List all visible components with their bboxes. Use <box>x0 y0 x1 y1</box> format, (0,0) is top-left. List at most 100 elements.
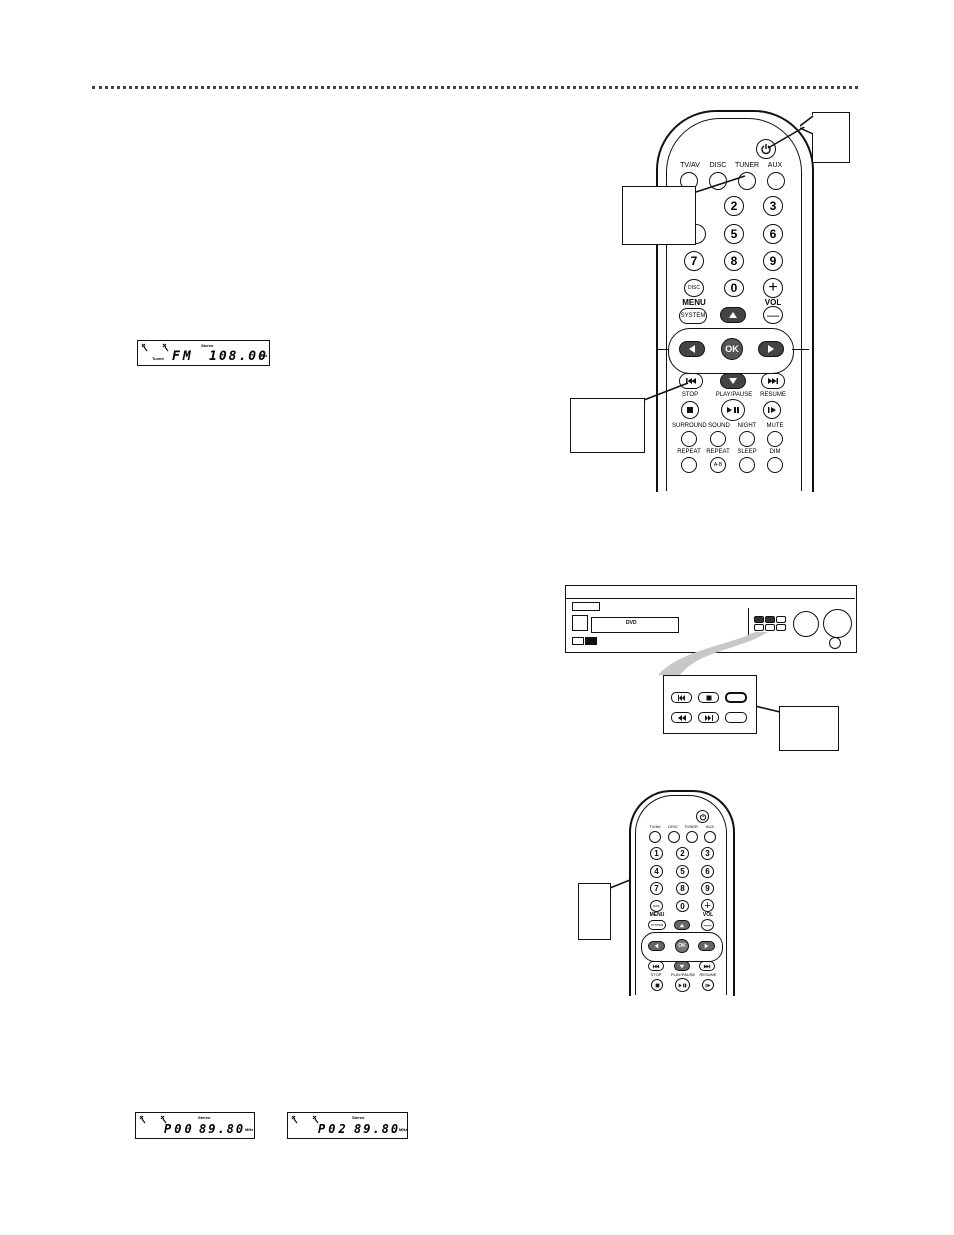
stop-label: STOP <box>681 392 699 398</box>
frequency-readout: 108.00 <box>209 349 268 364</box>
surround-button[interactable] <box>681 431 697 447</box>
left-arrow-icon <box>689 345 695 353</box>
small-digit-6-button[interactable]: 6 <box>701 865 714 878</box>
right-arrow-button[interactable] <box>758 341 784 357</box>
receiver-top-edge <box>565 598 855 599</box>
panel-rewind-button[interactable] <box>671 712 692 723</box>
stop-button[interactable] <box>681 401 699 419</box>
small-tuner-button[interactable] <box>686 831 698 843</box>
remote-inner-outline <box>666 118 802 491</box>
leader-line-panel <box>754 705 781 713</box>
small-digit-7-button[interactable]: 7 <box>650 882 663 895</box>
digit-0-button[interactable]: 0 <box>724 279 744 297</box>
small-up-arrow-button[interactable] <box>674 920 690 930</box>
down-arrow-icon <box>729 378 737 384</box>
panel-small-buttons <box>754 616 788 632</box>
previous-button[interactable] <box>679 373 703 389</box>
small-system-button[interactable]: SYSTEM <box>648 920 666 930</box>
small-digit-8-button[interactable]: 8 <box>676 882 689 895</box>
small-disc-button[interactable] <box>668 831 680 843</box>
preset1-mhz-unit: MHz <box>245 1127 254 1132</box>
system-button[interactable]: SYSTEM <box>679 308 707 324</box>
small-volume-up-button[interactable]: + <box>701 899 714 912</box>
digit-9-button[interactable]: 9 <box>763 251 783 271</box>
digit-5-button[interactable]: 5 <box>724 224 744 244</box>
play-pause-label: PLAY/PAUSE <box>715 392 753 398</box>
nav-ring-left-line <box>657 349 668 350</box>
small-digit-0-button[interactable]: 0 <box>676 900 689 912</box>
night-button[interactable] <box>739 431 755 447</box>
stereo-indicator: Stereo <box>201 343 214 348</box>
zoom-swoosh <box>658 632 768 675</box>
panel-next-button[interactable] <box>698 712 719 723</box>
vol-label: VOL <box>764 298 782 307</box>
small-next-button[interactable] <box>699 961 715 971</box>
left-arrow-button[interactable] <box>679 341 705 357</box>
down-arrow-button[interactable] <box>720 373 746 389</box>
digit-3-button[interactable]: 3 <box>763 196 783 216</box>
surround-label: SURROUND <box>672 423 707 429</box>
small-stop-icon <box>655 983 659 987</box>
small-stop-button[interactable] <box>651 979 663 991</box>
digit-2-button[interactable]: 2 <box>724 196 744 216</box>
small-stop-label: STOP <box>650 972 662 977</box>
small-left-arrow-button[interactable] <box>648 941 665 951</box>
preset1-antenna-icon <box>139 1115 167 1124</box>
panel-blank-button[interactable] <box>725 712 747 723</box>
small-disc-menu-button[interactable]: DISC <box>650 900 663 912</box>
up-arrow-button[interactable] <box>720 307 746 323</box>
small-play-pause-icon <box>678 983 687 987</box>
small-tvav-button[interactable] <box>649 831 661 843</box>
repeat-button[interactable] <box>681 457 697 473</box>
small-digit-4-button[interactable]: 4 <box>650 865 663 878</box>
up-arrow-icon <box>729 312 737 318</box>
power-switch[interactable] <box>572 615 588 631</box>
small-aux-button[interactable] <box>704 831 716 843</box>
digit-8-button[interactable]: 8 <box>724 251 744 271</box>
small-digit-3-button[interactable]: 3 <box>701 847 714 860</box>
small-digit-9-button[interactable]: 9 <box>701 882 714 895</box>
panel-previous-button[interactable] <box>671 692 692 703</box>
digit-6-button[interactable]: 6 <box>763 224 783 244</box>
play-pause-button[interactable] <box>721 399 745 421</box>
small-right-arrow-button[interactable] <box>698 941 715 951</box>
source-knob[interactable] <box>793 611 819 637</box>
small-play-pause-button[interactable] <box>675 978 690 992</box>
power-button[interactable] <box>756 139 776 159</box>
small-down-arrow-button[interactable] <box>674 961 690 971</box>
panel-rewind-icon <box>677 714 686 721</box>
preset2-number: P02 <box>318 1122 349 1136</box>
panel-stop-icon <box>706 695 711 700</box>
panel-highlighted-button[interactable] <box>725 692 747 703</box>
tuned-indicator: Tuned <box>152 356 164 361</box>
small-digit-1-button[interactable]: 1 <box>650 847 663 860</box>
small-ok-button[interactable]: OK <box>675 939 689 953</box>
mute-button[interactable] <box>767 431 783 447</box>
small-digit-2-button[interactable]: 2 <box>676 847 689 860</box>
small-label-disc: DISC <box>668 824 678 829</box>
disc-menu-button[interactable]: DISC <box>684 279 704 297</box>
leader-line-tuner <box>695 175 746 193</box>
aux-button[interactable] <box>767 172 785 190</box>
sleep-button[interactable] <box>739 457 755 473</box>
small-digit-5-button[interactable]: 5 <box>676 865 689 878</box>
digit-7-button[interactable]: 7 <box>684 251 704 271</box>
volume-up-button[interactable]: + <box>763 278 783 298</box>
resume-icon <box>768 407 776 413</box>
volume-knob[interactable] <box>823 609 852 638</box>
sound-button[interactable] <box>710 431 726 447</box>
resume-button[interactable] <box>763 401 781 419</box>
lcd-display-preset-2: Stereo P02 89.80 MHz <box>287 1112 408 1139</box>
next-button[interactable] <box>761 373 785 389</box>
small-volume-down-button[interactable]: — <box>701 919 714 931</box>
repeat-ab-button[interactable]: A-B <box>710 457 726 473</box>
volume-down-button[interactable]: — <box>763 306 783 324</box>
small-power-button[interactable] <box>696 810 709 823</box>
panel-stop-button[interactable] <box>698 692 719 703</box>
callout-pointer-power <box>800 114 814 135</box>
ok-button[interactable]: OK <box>721 338 743 360</box>
dim-button[interactable] <box>767 457 783 473</box>
small-previous-button[interactable] <box>648 961 664 971</box>
small-power-icon <box>699 813 706 820</box>
small-resume-button[interactable] <box>702 979 714 991</box>
